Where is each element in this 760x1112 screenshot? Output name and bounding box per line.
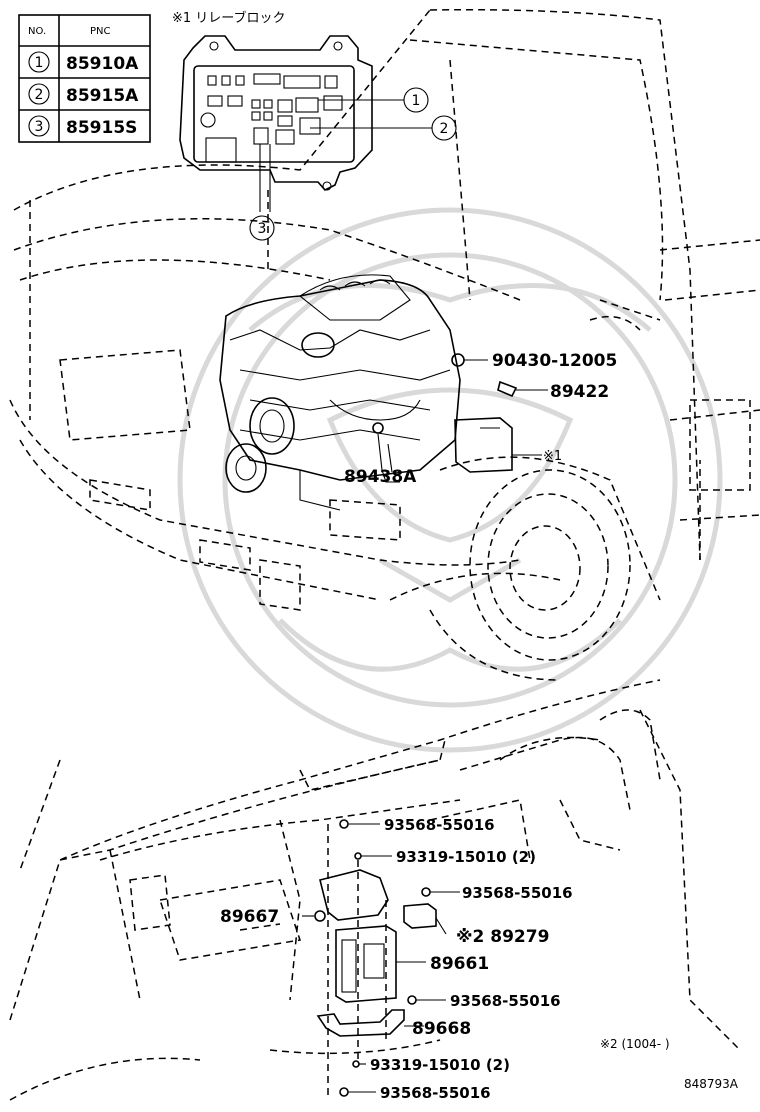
truck-cab-outline <box>9 8 760 611</box>
ecu-parts <box>302 819 460 1100</box>
watermark-emblem <box>177 207 723 753</box>
label-89438a: 89438A <box>344 467 417 487</box>
label-93319-15010-b: 93319-15010 (2) <box>370 1056 510 1074</box>
table-row-2-no: 2 <box>35 87 44 103</box>
diagram-id: 848793A <box>684 1077 739 1091</box>
dashboard-outline <box>9 679 741 1101</box>
footnote-ref-2: ※2 (1004- ) <box>600 1037 670 1051</box>
label-93319-15010-a: 93319-15010 (2) <box>396 848 536 866</box>
table-header-pnc: PNC <box>90 26 111 37</box>
label-93568-55016-b: 93568-55016 <box>462 884 573 902</box>
relay-callout-3: 3 <box>258 221 267 237</box>
engine-assembly <box>219 274 548 511</box>
ref-mark-1: ※1 <box>543 449 562 464</box>
front-wheel <box>429 456 661 681</box>
label-93568-55016-d: 93568-55016 <box>380 1084 491 1102</box>
table-row-1-no: 1 <box>35 55 44 71</box>
label-89279: ※2 89279 <box>456 927 549 947</box>
label-89422: 89422 <box>550 382 609 402</box>
pnc-table: NO. PNC 1 85910A 2 85915A 3 85915S <box>18 14 151 143</box>
label-89668: 89668 <box>412 1019 471 1039</box>
relay-block-detail: ※1 リレーブロック 1 2 3 <box>172 10 457 270</box>
table-row-3-pnc: 85915S <box>66 118 137 138</box>
table-row-1-pnc: 85910A <box>66 54 139 74</box>
table-header-no: NO. <box>28 26 46 37</box>
label-93568-55016-c: 93568-55016 <box>450 992 561 1010</box>
label-93568-55016-a: 93568-55016 <box>384 816 495 834</box>
label-90430-12005: 90430-12005 <box>492 351 617 371</box>
relay-callout-2: 2 <box>440 121 449 137</box>
table-row-2-pnc: 85915A <box>66 86 139 106</box>
label-89667: 89667 <box>220 907 279 927</box>
label-89661: 89661 <box>430 954 489 974</box>
relay-callout-1: 1 <box>412 93 421 109</box>
table-row-3-no: 3 <box>35 119 44 135</box>
relay-block-title: ※1 リレーブロック <box>172 10 286 26</box>
